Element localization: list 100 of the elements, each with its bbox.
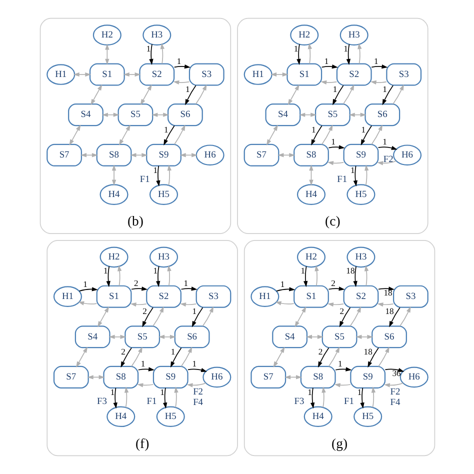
edge-label: 2 — [120, 346, 125, 356]
node-label: F1 — [343, 397, 354, 408]
node-ellipse: H5 — [156, 406, 184, 428]
node-box: S4 — [272, 326, 307, 348]
node-box: S8 — [300, 366, 336, 388]
arrow — [170, 347, 182, 368]
arrow — [202, 306, 214, 327]
arrow — [370, 64, 388, 69]
edge-label: 18 — [363, 346, 372, 356]
arrow — [305, 334, 323, 339]
node-label: F1 — [139, 174, 150, 185]
node-label: F2 — [382, 155, 393, 166]
node-ellipse: H3 — [148, 246, 178, 268]
arrow — [308, 164, 313, 186]
edge-label: 1 — [374, 56, 378, 66]
node-ellipse: H1 — [52, 286, 82, 307]
node-box: S1 — [88, 63, 124, 86]
edge-label: 1 — [382, 84, 386, 94]
arrow — [130, 302, 146, 307]
node-box: S4 — [68, 104, 103, 126]
arrow — [352, 165, 357, 187]
arrow — [174, 386, 178, 408]
node-box: S9 — [146, 144, 181, 166]
arrow — [179, 302, 196, 307]
arrow — [136, 383, 154, 388]
arrow — [166, 164, 172, 186]
arrow — [90, 84, 102, 106]
arrow — [130, 153, 148, 158]
arrow — [111, 164, 116, 186]
arrow — [377, 146, 397, 150]
node-ellipse: H5 — [148, 184, 178, 205]
edge-label: 1 — [170, 346, 175, 356]
node-box: S6 — [167, 104, 202, 126]
arrow — [392, 84, 404, 104]
node-label: F2 — [192, 388, 203, 398]
node-box: S2 — [336, 63, 372, 86]
arrow — [118, 124, 130, 146]
node-ellipse: H2 — [296, 246, 326, 268]
edge-label: 1 — [192, 306, 196, 316]
edge-label: 1 — [293, 43, 298, 54]
node-ellipse: H3 — [142, 24, 171, 46]
arrow — [376, 160, 396, 166]
arrow — [332, 85, 344, 106]
arrow — [80, 153, 98, 158]
arrow — [382, 85, 393, 106]
node-box: S2 — [342, 285, 378, 308]
arrow — [78, 301, 97, 306]
edge-label: 36 — [392, 368, 400, 378]
arrow — [302, 266, 308, 288]
arrow — [328, 145, 344, 150]
node-box: S7 — [243, 144, 279, 166]
node-ellipse: H1 — [250, 286, 279, 307]
arrow — [106, 266, 110, 288]
arrow — [367, 347, 378, 368]
arrow — [156, 266, 160, 288]
edge-label: 1 — [82, 278, 87, 289]
arrow — [352, 266, 357, 288]
arrow — [310, 388, 314, 409]
node-box: S1 — [286, 63, 322, 86]
edge-label: 1 — [140, 358, 145, 369]
node-box: S5 — [124, 326, 160, 348]
arrow — [349, 306, 361, 327]
arrow — [162, 388, 167, 409]
edge-label: 1 — [280, 278, 284, 289]
node-label: F3 — [96, 397, 106, 408]
arrow — [364, 265, 368, 286]
arrow — [160, 43, 164, 64]
arrow — [130, 346, 142, 367]
arrow — [130, 286, 148, 291]
edge-label: 1 — [382, 136, 386, 147]
edge-label: 18 — [383, 287, 392, 298]
arrow — [346, 44, 350, 65]
arrow — [317, 347, 329, 368]
node-box: S6 — [364, 104, 400, 126]
edge-label: 1 — [356, 387, 362, 398]
arrow — [108, 334, 126, 339]
node-box: S1 — [293, 285, 328, 308]
node-ellipse: H1 — [46, 64, 75, 85]
node-box: S7 — [46, 144, 82, 166]
node-box: S7 — [52, 366, 88, 388]
node-label: F1 — [336, 174, 347, 185]
arrow — [357, 43, 362, 64]
edge-label: 1 — [300, 265, 305, 276]
arrow — [294, 306, 306, 328]
arrow — [179, 153, 198, 158]
node-label: F3 — [294, 397, 304, 408]
edge-label: 1 — [360, 124, 366, 134]
arrow — [320, 64, 338, 69]
node-box: S5 — [117, 104, 153, 126]
node-box: S6 — [371, 326, 406, 348]
edge-label: 2 — [318, 346, 322, 356]
edge-label: 1 — [350, 165, 354, 176]
edge-label: 1 — [152, 265, 158, 276]
node-ellipse: H4 — [106, 406, 135, 428]
arrow — [326, 302, 344, 307]
edge-label: 1 — [192, 358, 196, 369]
arrow — [163, 125, 174, 146]
node-box: S2 — [138, 63, 174, 86]
arrow — [364, 164, 368, 186]
arrow — [68, 124, 80, 146]
